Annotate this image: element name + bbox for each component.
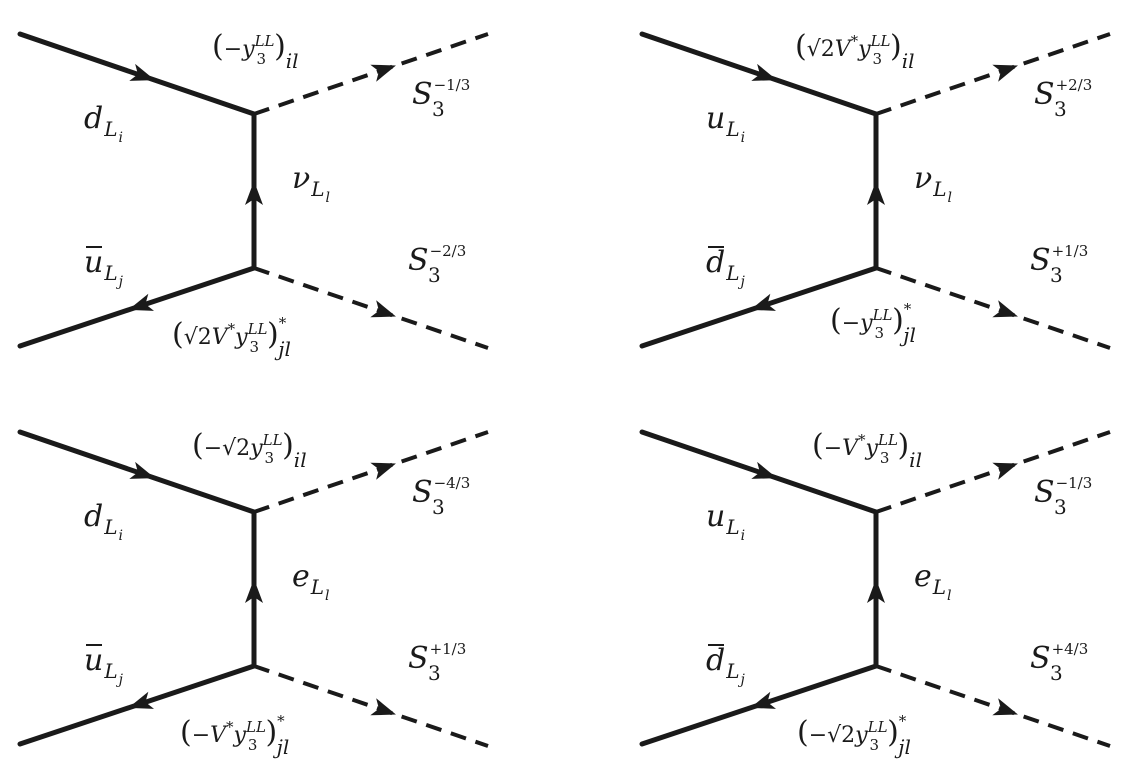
label-quark: dLi [84, 101, 123, 146]
mediator-arrow [867, 579, 885, 603]
scalar-arrow-top [370, 462, 396, 480]
scalar-line-top [253, 430, 489, 514]
scalar-line-bottom [253, 664, 489, 748]
scalar-arrow-bottom [370, 698, 396, 716]
label-antiquark: dLj [706, 245, 746, 290]
scalar-arrow-top [370, 64, 396, 82]
label-quark: dLi [84, 499, 123, 544]
quark-line-in [639, 31, 879, 117]
label-antiquark: uLj [84, 643, 124, 688]
label-quark: uLi [706, 101, 745, 146]
antiquark-arrow [128, 293, 155, 311]
scalar-line-top [875, 32, 1111, 116]
antiquark-arrow [750, 691, 777, 709]
scalar-line-bottom [875, 266, 1111, 350]
quark-arrow [751, 63, 777, 81]
antiquark-arrow [750, 293, 777, 311]
mediator-arrow [245, 181, 263, 205]
scalar-line-top [253, 32, 489, 116]
quark-arrow [751, 461, 777, 479]
scalar-line-top [875, 430, 1111, 514]
quark-arrow [129, 461, 155, 479]
label-mediator: νLl [292, 161, 330, 206]
label-antiquark: dLj [706, 643, 746, 688]
scalar-arrow-bottom [370, 300, 396, 318]
label-mediator: eLl [914, 559, 952, 604]
mediator-arrow [245, 579, 263, 603]
scalar-arrow-bottom [992, 698, 1018, 716]
quark-line-in [639, 429, 879, 515]
scalar-arrow-top [992, 64, 1018, 82]
scalar-line-bottom [253, 266, 489, 350]
label-antiquark: uLj [84, 245, 124, 290]
label-quark: uLi [706, 499, 745, 544]
scalar-line-bottom [875, 664, 1111, 748]
label-mediator: νLl [914, 161, 952, 206]
quark-line-in [17, 31, 257, 117]
scalar-arrow-bottom [992, 300, 1018, 318]
quark-line-in [17, 429, 257, 515]
label-mediator: eLl [292, 559, 330, 604]
scalar-arrow-top [992, 462, 1018, 480]
mediator-arrow [867, 181, 885, 205]
antiquark-arrow [128, 691, 155, 709]
quark-arrow [129, 63, 155, 81]
